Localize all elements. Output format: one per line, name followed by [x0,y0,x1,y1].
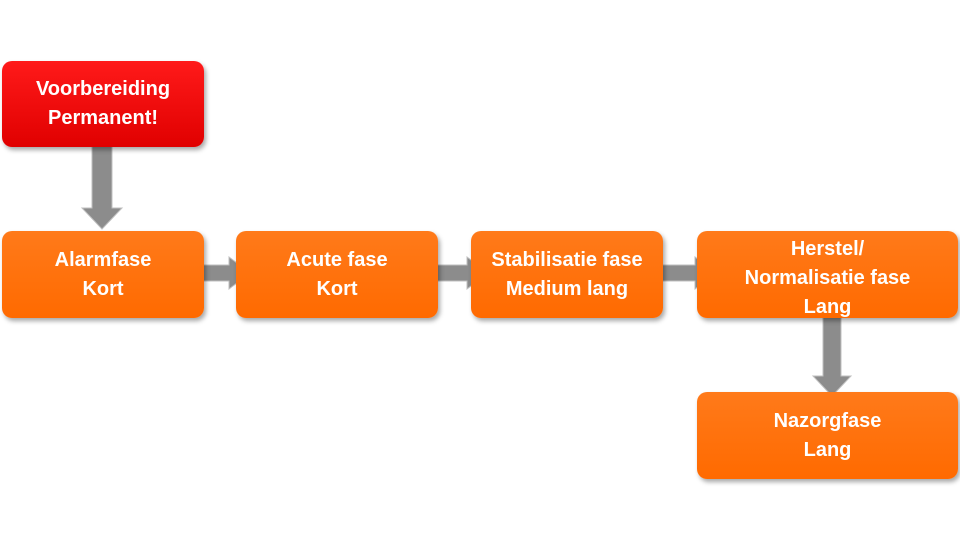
node-acute-line2: Kort [316,277,358,300]
node-recovery-line2: Normalisatie fase [744,267,911,289]
node-acute-line1: Acute fase [286,248,388,271]
node-preparation-line2: Permanent! [47,107,159,129]
node-aftercare-line1: Nazorgfase [773,409,882,432]
arrow-prep-to-alarm [80,142,124,230]
node-preparation: Voorbereiding Permanent! [2,61,204,147]
node-aftercare-line2: Lang [803,438,852,461]
node-alarm-line1: Alarmfase [54,248,152,271]
node-recovery-phase: Herstel/ Normalisatie fase Lang [697,231,958,318]
node-stabilisation-line1: Stabilisatie fase [491,248,643,271]
node-preparation-line1: Voorbereiding [35,78,171,100]
node-stabilisation-line2: Medium lang [505,277,629,300]
arrow-recovery-to-aftercare [811,311,853,397]
node-recovery-line1: Herstel/ [790,238,865,260]
node-stabilisation-phase: Stabilisatie fase Medium lang [471,231,663,318]
node-recovery-line3: Lang [803,296,852,318]
node-aftercare-phase: Nazorgfase Lang [697,392,958,479]
node-acute-phase: Acute fase Kort [236,231,438,318]
node-alarm-phase: Alarmfase Kort [2,231,204,318]
node-alarm-line2: Kort [82,277,124,300]
